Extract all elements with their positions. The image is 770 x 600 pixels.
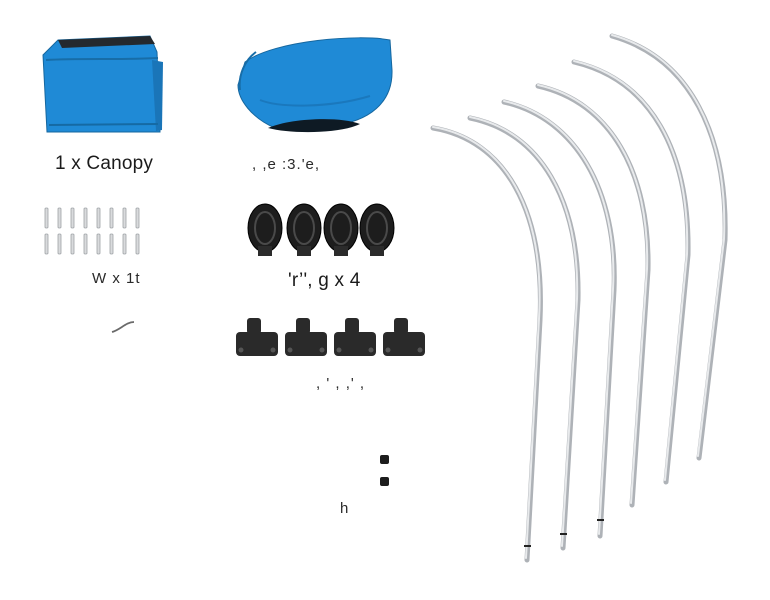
canopy-label: 1 x Canopy [55, 153, 154, 174]
feet-label: , ' , ,' , [316, 375, 366, 392]
bag-label: , ,e :3.'e, [252, 156, 321, 173]
small-parts-label: h [340, 500, 350, 517]
straps-label: 'r’', g x 4 [288, 270, 361, 291]
stakes-label: W x 1t [92, 270, 141, 287]
